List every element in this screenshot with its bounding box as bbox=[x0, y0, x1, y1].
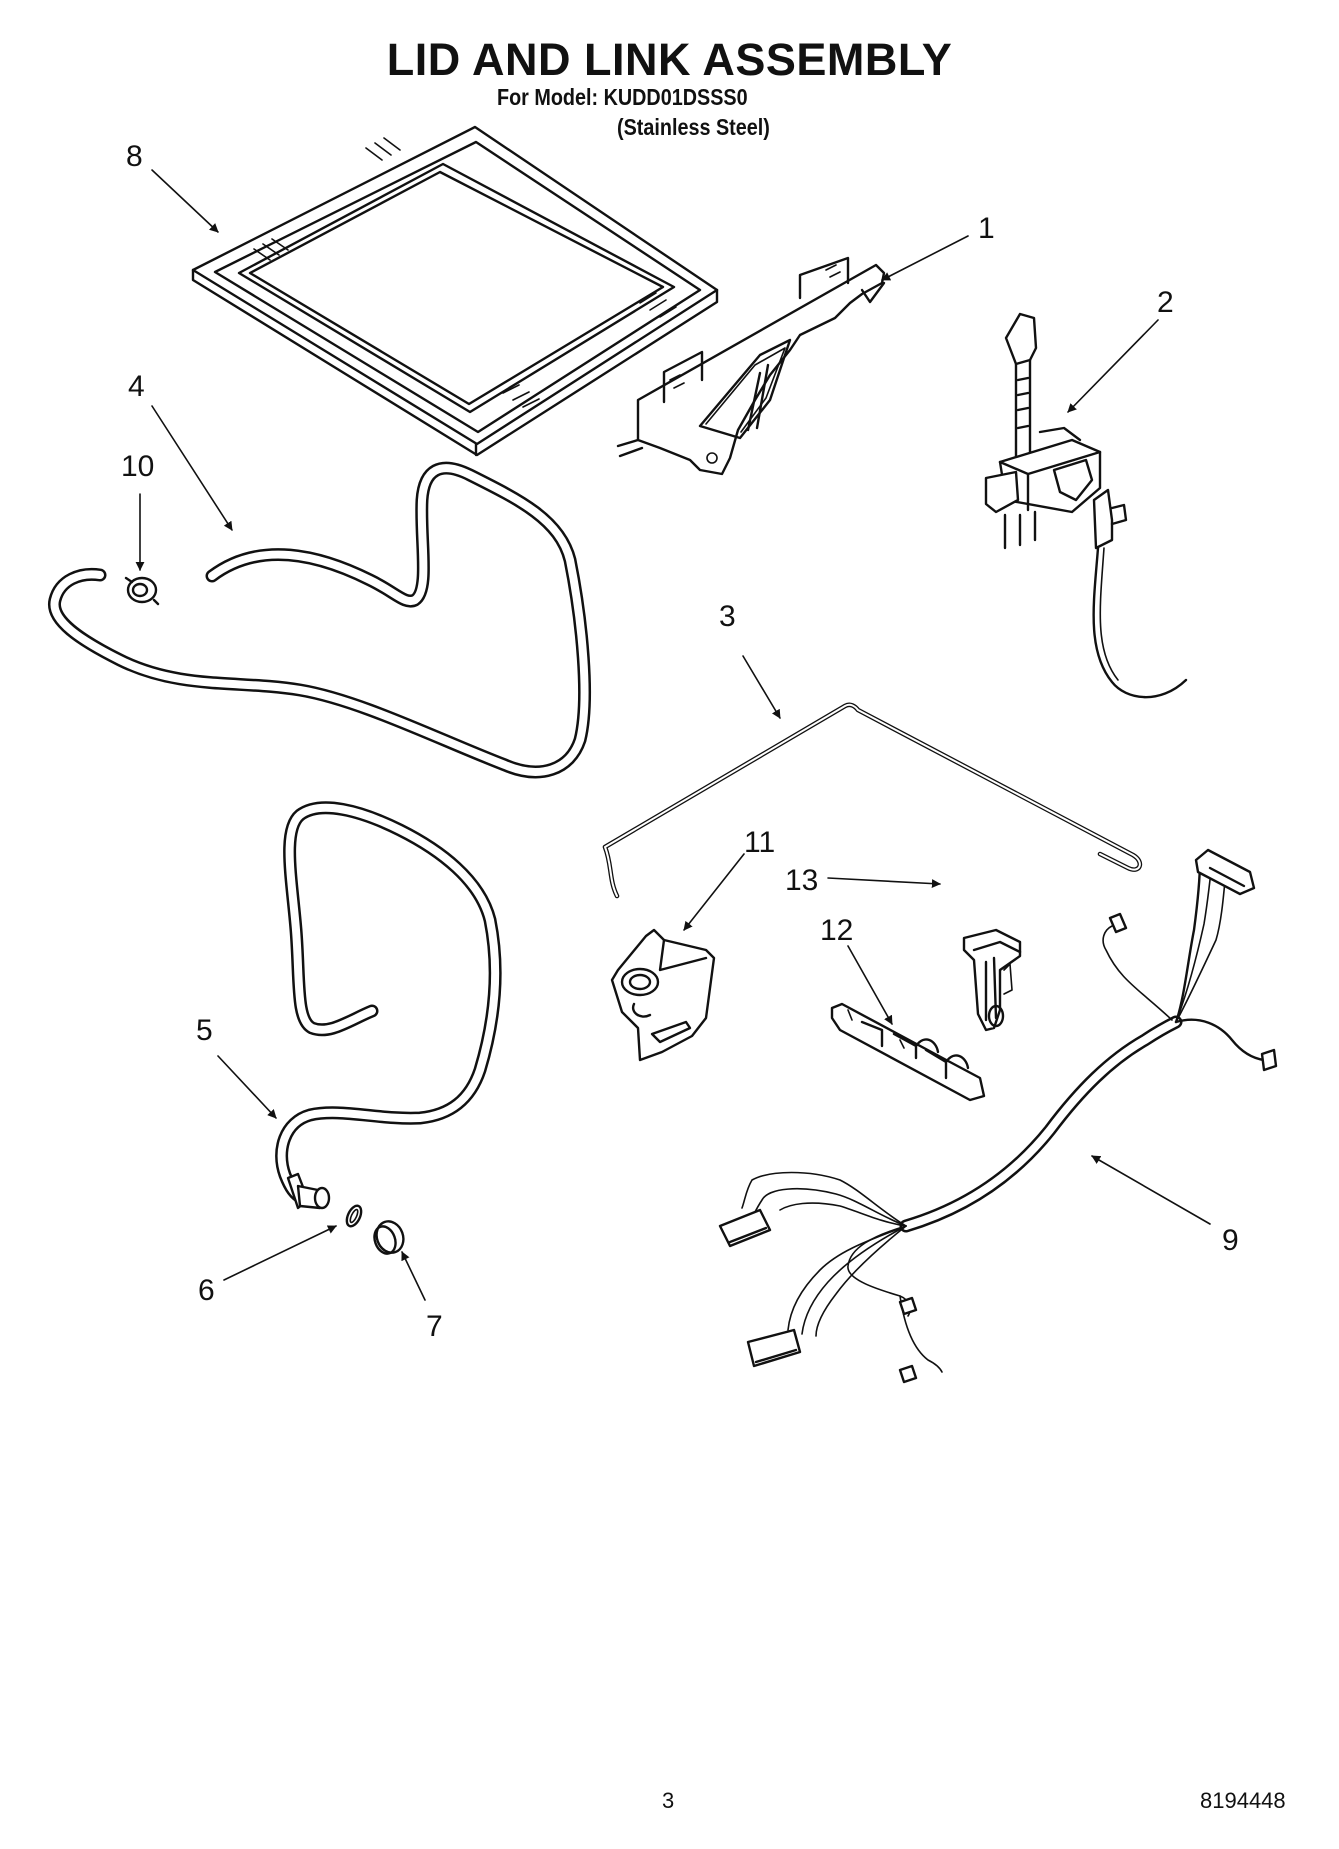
callout-3: 3 bbox=[719, 600, 736, 633]
callout-7: 7 bbox=[426, 1310, 443, 1343]
callout-5: 5 bbox=[196, 1014, 213, 1047]
callout-10: 10 bbox=[121, 450, 154, 483]
arrow-8 bbox=[151, 169, 219, 233]
arrow-3 bbox=[742, 655, 781, 719]
part-6-o-ring bbox=[345, 1204, 363, 1228]
arrow-2 bbox=[1067, 319, 1159, 413]
page-number: 3 bbox=[662, 1788, 675, 1813]
arrow-9 bbox=[1091, 1155, 1211, 1225]
part-3-link-rod bbox=[602, 702, 1143, 899]
arrow-4 bbox=[151, 405, 233, 531]
part-13-latch-clip bbox=[962, 928, 1022, 1032]
part-8-lid bbox=[191, 125, 719, 457]
part-4-hose bbox=[48, 461, 591, 779]
document-number: 8194448 bbox=[1200, 1788, 1286, 1813]
callout-1: 1 bbox=[978, 212, 995, 245]
part-2-switch bbox=[984, 312, 1188, 699]
callout-arrows bbox=[135, 169, 1211, 1301]
part-11-holder bbox=[610, 928, 716, 1062]
part-12-wire-clip bbox=[830, 1002, 986, 1102]
callout-12: 12 bbox=[820, 914, 853, 947]
callout-4: 4 bbox=[128, 370, 145, 403]
diagram-title: LID AND LINK ASSEMBLY bbox=[386, 34, 953, 85]
part-10-clamp bbox=[124, 576, 160, 606]
arrow-13 bbox=[827, 877, 941, 889]
part-5-hose bbox=[275, 801, 502, 1210]
model-line: For Model: KUDD01DSSS0 bbox=[497, 84, 748, 110]
arrow-11 bbox=[683, 853, 745, 931]
callout-labels: 1 2 3 4 5 6 7 8 9 10 11 12 13 bbox=[121, 140, 1239, 1343]
part-7-cap bbox=[373, 1220, 405, 1255]
callout-6: 6 bbox=[198, 1274, 215, 1307]
arrow-12 bbox=[847, 945, 893, 1025]
callout-8: 8 bbox=[126, 140, 143, 173]
arrow-6 bbox=[223, 1225, 337, 1281]
callout-13: 13 bbox=[785, 864, 818, 897]
arrow-5 bbox=[217, 1055, 277, 1119]
part-9-wire-harness bbox=[718, 848, 1278, 1384]
arrow-1 bbox=[881, 235, 969, 281]
callout-11: 11 bbox=[744, 826, 775, 859]
finish-line: (Stainless Steel) bbox=[617, 114, 770, 140]
callout-2: 2 bbox=[1157, 286, 1174, 319]
arrow-7 bbox=[401, 1251, 426, 1301]
callout-9: 9 bbox=[1222, 1224, 1239, 1257]
